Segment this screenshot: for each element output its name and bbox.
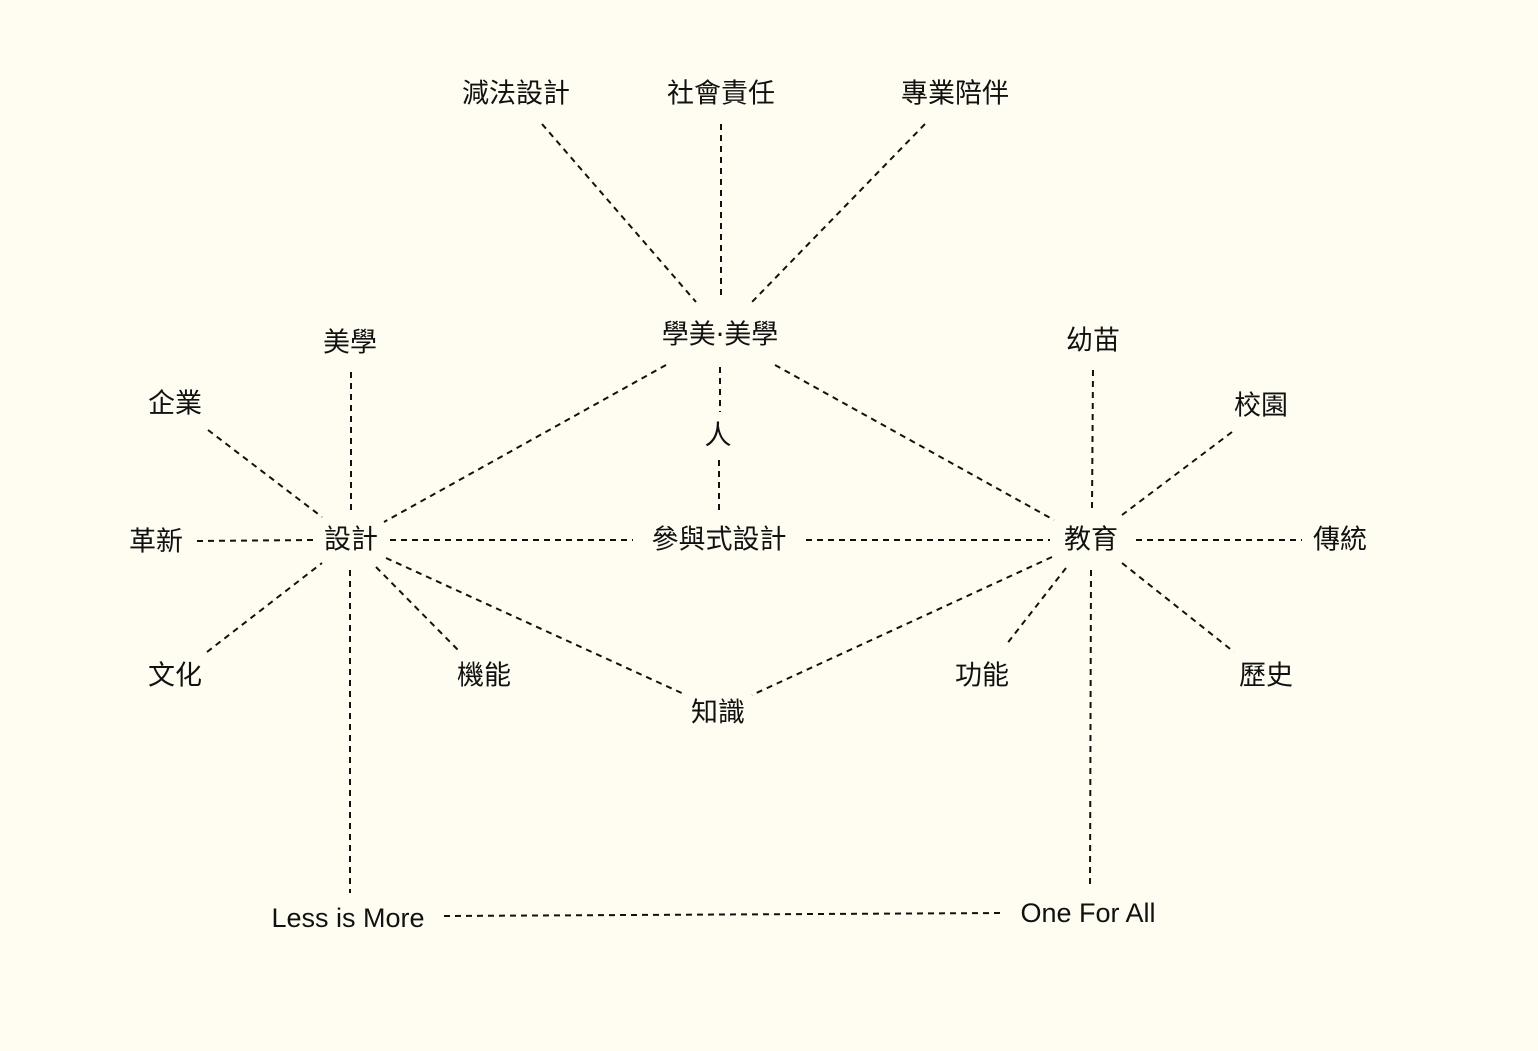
- node-mechanism: 機能: [457, 661, 511, 692]
- edge-xuemei-design: [383, 364, 667, 523]
- node-participatory-design: 參與式設計: [652, 525, 787, 556]
- edge-education-campus: [1121, 431, 1233, 516]
- connections: [196, 123, 1302, 917]
- node-innovation: 革新: [129, 527, 183, 558]
- node-sprout: 幼苗: [1066, 326, 1120, 357]
- node-enterprise: 企業: [148, 389, 202, 420]
- edge-design-enterprise: [207, 429, 323, 518]
- node-design: 設計: [324, 525, 378, 556]
- edge-education-onefor: [1089, 569, 1092, 887]
- node-xuemei-aesthetics: 學美·美學: [662, 320, 779, 351]
- node-one-for-all: One For All: [1020, 898, 1155, 928]
- node-labels: 減法設計 社會責任 專業陪伴 學美·美學 美學 幼苗 企業 校園 人 革新 設計…: [129, 79, 1367, 934]
- node-campus: 校園: [1234, 391, 1288, 422]
- node-knowledge: 知識: [691, 698, 745, 729]
- node-education: 教育: [1064, 525, 1118, 556]
- node-aesthetics: 美學: [323, 328, 377, 359]
- node-culture: 文化: [148, 661, 202, 692]
- edge-education-sprout: [1091, 369, 1094, 509]
- node-professional-companion: 專業陪伴: [901, 79, 1009, 110]
- edge-xuemei-education: [774, 364, 1055, 521]
- node-less-is-more: Less is More: [271, 903, 424, 933]
- node-social-responsibility: 社會責任: [667, 79, 775, 110]
- edge-education-function: [1005, 567, 1067, 646]
- node-tradition: 傳統: [1313, 525, 1367, 556]
- node-function: 功能: [955, 661, 1009, 692]
- edge-design-mechanism: [375, 566, 460, 652]
- edge-xuemei-companion: [751, 123, 926, 303]
- edge-design-culture: [206, 562, 323, 653]
- edge-education-history: [1121, 562, 1235, 653]
- node-person: 人: [705, 421, 732, 452]
- node-history: 歷史: [1239, 661, 1293, 692]
- node-subtraction-design: 減法設計: [462, 79, 570, 110]
- edge-design-innovation: [196, 539, 315, 542]
- edge-less-onefor: [443, 912, 1004, 917]
- edge-design-knowledge: [385, 557, 687, 696]
- edge-education-knowledge: [751, 556, 1053, 696]
- edge-xuemei-subtraction: [541, 123, 697, 303]
